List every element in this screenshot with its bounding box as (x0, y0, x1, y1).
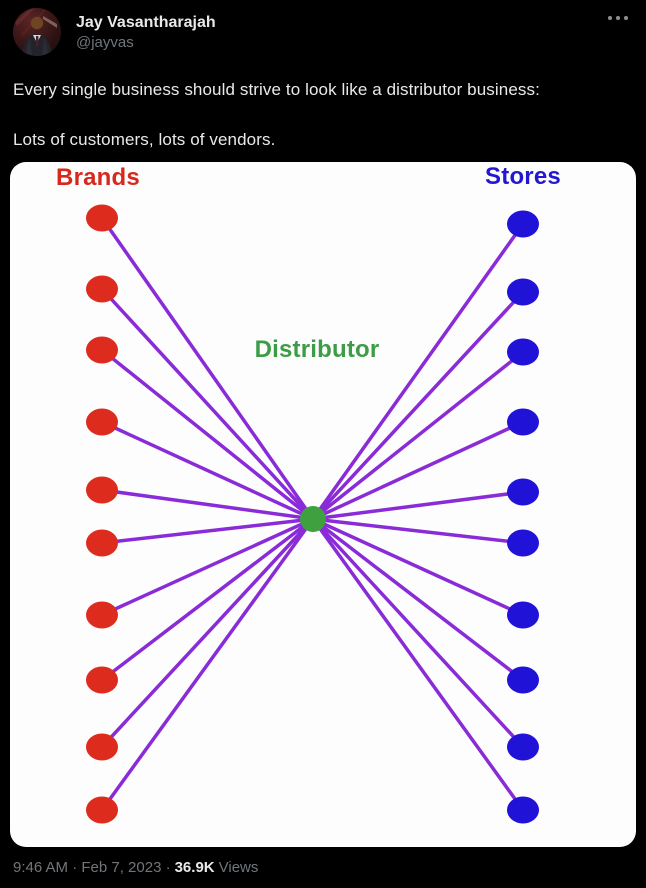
edge (100, 420, 315, 521)
tweet-header: Jay Vasantharajah @jayvas (0, 0, 646, 56)
edge (100, 287, 315, 521)
store-node (507, 338, 539, 366)
brand-node (86, 529, 118, 557)
brand-node (86, 476, 118, 504)
edge (100, 517, 315, 749)
edge (311, 350, 525, 521)
tweet-footer: 9:46 AM · Feb 7, 2023 · 36.9K Views (0, 847, 646, 876)
brand-node (86, 275, 118, 303)
timestamp: 9:46 AM · Feb 7, 2023 · (13, 859, 171, 876)
tweet-paragraph-1: Every single business should strive to l… (13, 80, 540, 99)
store-node (507, 408, 539, 436)
distributor-node (300, 506, 326, 532)
store-node (507, 278, 539, 306)
store-node (507, 666, 539, 694)
views-count: 36.9K (174, 859, 215, 876)
ellipsis-icon (608, 16, 612, 20)
edge (100, 348, 315, 521)
edge (100, 488, 315, 521)
edge (100, 517, 315, 682)
edge (100, 517, 315, 617)
edge (311, 222, 525, 521)
author-names: Jay Vasantharajah @jayvas (76, 8, 216, 53)
tweet-image-distributor-diagram[interactable]: Brands Stores Distributor (10, 162, 636, 847)
edge (311, 490, 525, 521)
ellipsis-icon (624, 16, 628, 20)
brand-node (86, 408, 118, 436)
store-node (507, 478, 539, 506)
diagram-label-distributor: Distributor (254, 336, 380, 363)
diagram-svg (86, 204, 539, 824)
store-node (507, 210, 539, 238)
tweet-text: Every single business should strive to l… (0, 78, 646, 152)
user-handle[interactable]: @jayvas (76, 34, 134, 51)
store-node (507, 796, 539, 824)
store-node (507, 733, 539, 761)
brand-node (86, 601, 118, 629)
store-node (507, 529, 539, 557)
brand-node (86, 666, 118, 694)
edge (311, 517, 525, 617)
avatar-photo (13, 8, 61, 56)
store-node (507, 601, 539, 629)
edge (311, 517, 525, 545)
ellipsis-icon (616, 16, 620, 20)
edge (311, 420, 525, 521)
display-name[interactable]: Jay Vasantharajah (76, 14, 216, 31)
brand-node (86, 204, 118, 232)
views-label: Views (218, 859, 259, 876)
edge (311, 517, 525, 812)
diagram-label-brands: Brands (56, 164, 140, 191)
edge (100, 517, 315, 812)
edge (100, 216, 315, 521)
avatar[interactable] (13, 8, 61, 56)
edge (100, 517, 315, 545)
diagram-label-stores: Stores (485, 163, 561, 190)
brand-node (86, 733, 118, 761)
edge (311, 517, 525, 682)
brand-node (86, 796, 118, 824)
brand-node (86, 336, 118, 364)
more-options-button[interactable] (604, 8, 632, 28)
edge (311, 290, 525, 521)
tweet-paragraph-2: Lots of customers, lots of vendors. (13, 130, 276, 149)
edge (311, 517, 525, 749)
